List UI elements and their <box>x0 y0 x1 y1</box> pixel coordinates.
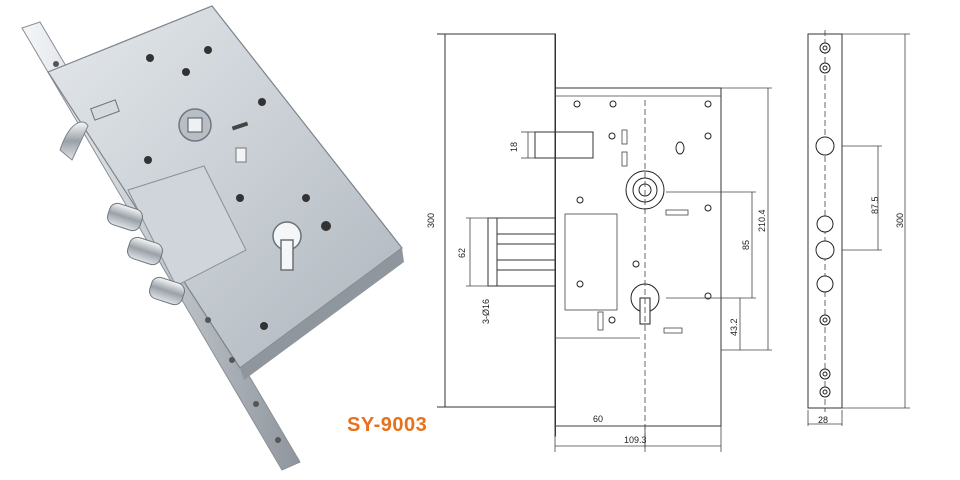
dim-latch-height: 18 <box>509 142 519 152</box>
dim-bolts-spec: 3-Ø16 <box>481 299 491 324</box>
dim-backset: 60 <box>593 414 603 424</box>
mortise-lock-photo <box>21 5 404 471</box>
faceplate-side-view <box>807 30 910 426</box>
front-view-drawing <box>437 33 772 452</box>
dim-faceplate-height: 300 <box>895 213 905 228</box>
dim-case-width: 109.3 <box>624 435 647 445</box>
deadbolt-3 <box>149 276 185 306</box>
dim-faceplate-spacing: 87.5 <box>870 196 880 214</box>
dim-distance-210: 210.4 <box>757 209 767 232</box>
dim-distance-43: 43.2 <box>729 318 739 336</box>
model-code-label: SY-9003 <box>347 414 428 436</box>
dim-deadbolt-spacing: 62 <box>457 248 467 258</box>
deadbolt-1 <box>107 202 143 232</box>
deadbolt-2 <box>127 236 163 266</box>
dim-overall-height: 300 <box>426 213 436 228</box>
dim-faceplate-width: 28 <box>818 415 828 425</box>
dim-distance-85: 85 <box>741 240 751 250</box>
